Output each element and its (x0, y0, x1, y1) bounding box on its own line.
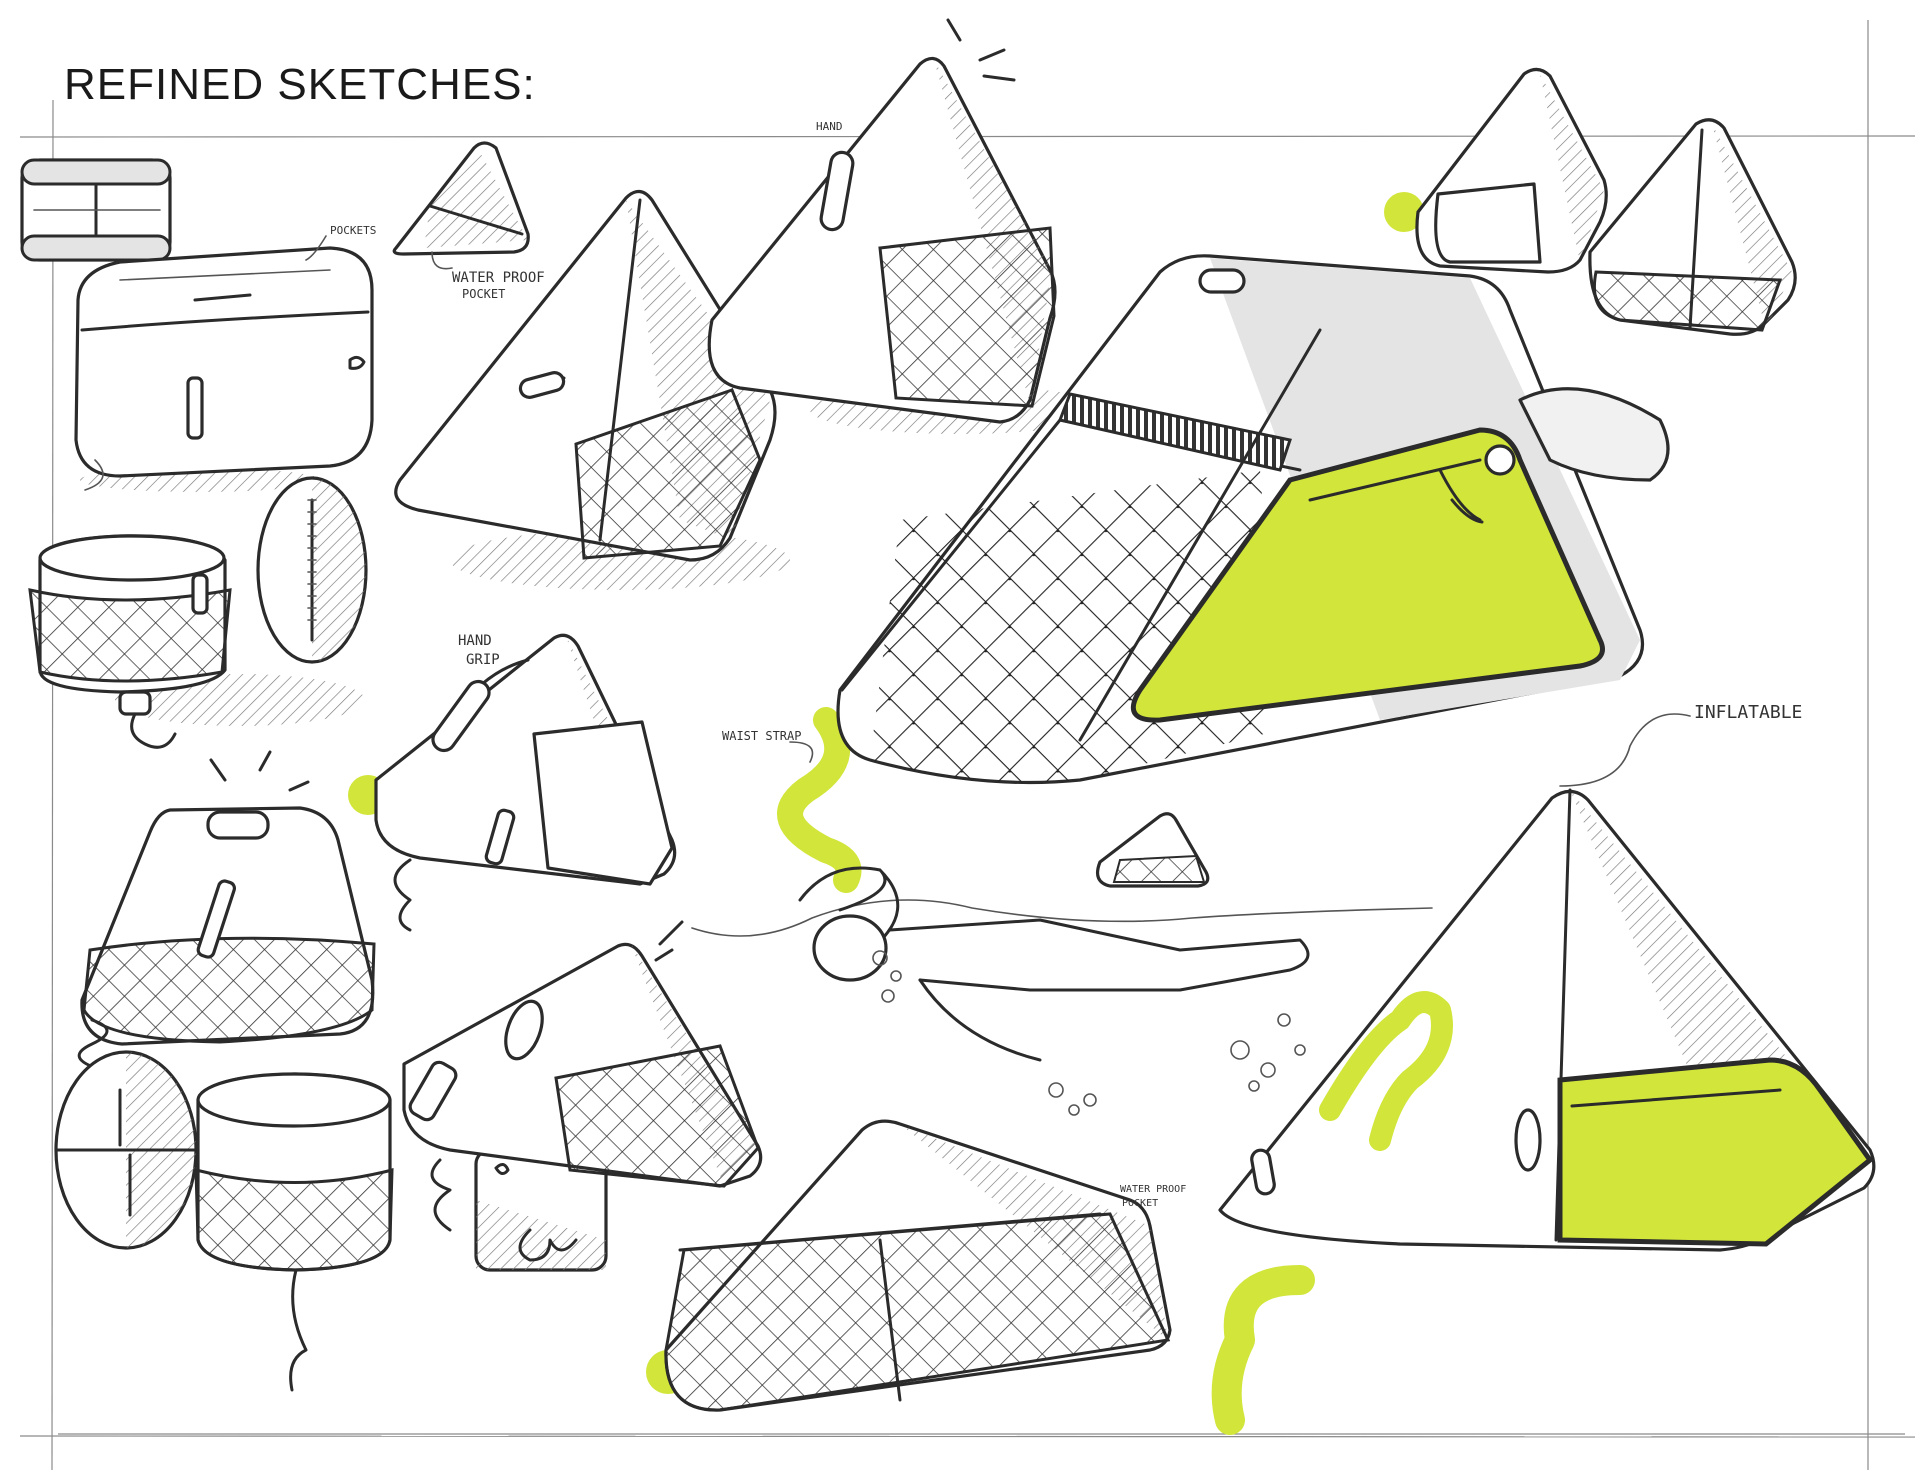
sketch-pyramid-bottom-mid (402, 920, 763, 1232)
sketch-cylinder-bag (194, 1072, 394, 1392)
sketch-pyramid-large-left (394, 189, 790, 590)
label-waist-strap: WAIST STRAP (722, 729, 801, 743)
sketch-box-bag (74, 246, 374, 492)
label-hand-grip-1: HAND (458, 633, 492, 649)
sketch-small-pocket-square (474, 1148, 608, 1272)
sketch-oval-detail-2 (54, 1050, 198, 1250)
sketch-hero-pyramid-inflatable (1211, 788, 1876, 1435)
label-waterproof-pocket-2: WATER PROOF (1120, 1184, 1186, 1195)
label-inflatable: INFLATABLE (1694, 702, 1802, 723)
sketch-pyramid-bottom-center (646, 1119, 1172, 1412)
sketch-small-triangle-pouch (392, 141, 530, 270)
sketch-oval-zipper (256, 476, 368, 664)
sketch-swimmer (691, 812, 1433, 1116)
sketch-trapezoid-bag (77, 750, 376, 1072)
label-waterproof-pocket-1b: POCKET (462, 287, 505, 301)
label-hand-top: HAND (816, 120, 843, 133)
page-title: REFINED SKETCHES: (64, 60, 536, 109)
label-hand-grip-2: GRIP (466, 652, 500, 668)
label-waterproof-pocket-1: WATER PROOF (452, 270, 545, 286)
label-pockets: POCKETS (330, 224, 376, 237)
sketch-pyramid-hand-grip (348, 633, 677, 932)
frame-lines (19, 20, 1916, 1471)
sketch-hero-bag-open (777, 254, 1670, 893)
sketch-bucket-bag (28, 534, 365, 749)
sketch-topview-box (20, 158, 172, 262)
label-waterproof-pocket-2b: POCKET (1122, 1198, 1158, 1209)
sketch-pyramid-upper-mid (707, 18, 1110, 434)
sketch-pyramids-top-right (1384, 67, 1797, 336)
